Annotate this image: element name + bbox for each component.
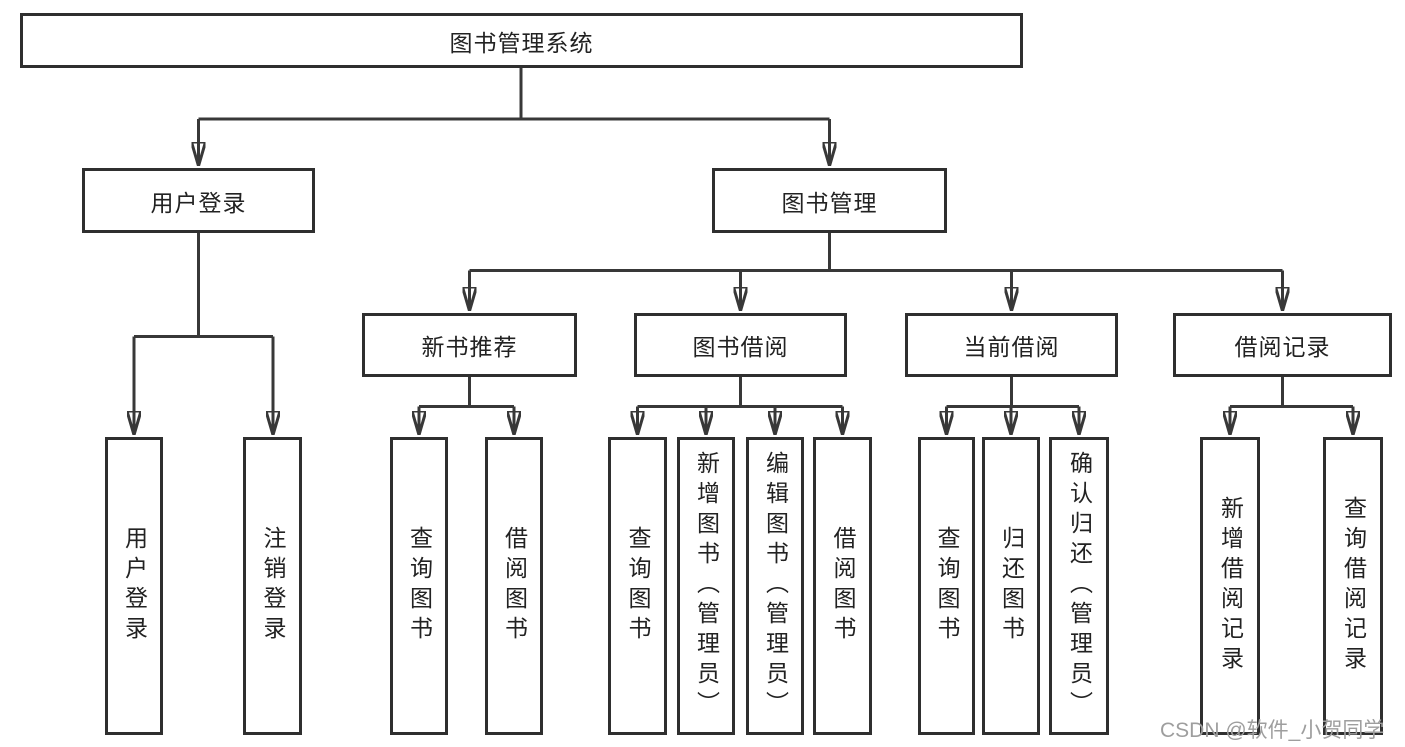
node-borrow-record: 借阅记录	[1173, 313, 1392, 377]
leaf-borrow-borrow-book: 借阅图书	[813, 437, 872, 735]
leaf-borrow-query-book-label: 查询图书	[625, 526, 651, 646]
leaf-current-query-book-label: 查询图书	[934, 526, 960, 646]
leaf-newbook-query-book: 查询图书	[390, 437, 448, 735]
leaf-newbook-query-book-label: 查询图书	[406, 526, 433, 646]
node-book-borrow: 图书借阅	[634, 313, 847, 377]
node-user-login: 用户登录	[82, 168, 315, 233]
leaf-record-add-borrow-record-label: 新增借阅记录	[1217, 496, 1244, 676]
watermark: CSDN @软件_小贺同学	[1160, 719, 1385, 742]
leaf-borrow-edit-book-admin-label: 编辑图书（管理员）	[762, 451, 789, 721]
leaf-borrow-edit-book-admin: 编辑图书（管理员）	[746, 437, 804, 735]
leaf-current-confirm-return-admin: 确认归还（管理员）	[1049, 437, 1109, 735]
leaf-current-confirm-return-admin-label: 确认归还（管理员）	[1066, 451, 1093, 721]
node-current-borrow: 当前借阅	[905, 313, 1118, 377]
leaf-logout: 注销登录	[243, 437, 302, 735]
node-current-borrow-label: 当前借阅	[963, 334, 1060, 360]
node-new-book-recommend: 新书推荐	[362, 313, 577, 377]
leaf-borrow-borrow-book-label: 借阅图书	[830, 526, 856, 646]
leaf-newbook-borrow-book: 借阅图书	[485, 437, 543, 735]
leaf-current-query-book: 查询图书	[918, 437, 975, 735]
node-borrow-record-label: 借阅记录	[1234, 334, 1331, 360]
node-root: 图书管理系统	[20, 13, 1023, 68]
leaf-current-return-book-label: 归还图书	[998, 526, 1025, 646]
leaf-newbook-borrow-book-label: 借阅图书	[501, 526, 528, 646]
leaf-record-add-borrow-record: 新增借阅记录	[1200, 437, 1260, 735]
node-book-borrow-label: 图书借阅	[692, 334, 789, 360]
node-root-label: 图书管理系统	[449, 29, 594, 56]
leaf-borrow-query-book: 查询图书	[608, 437, 667, 735]
leaf-borrow-add-book-admin-label: 新增图书（管理员）	[693, 451, 720, 721]
leaf-user-login-label: 用户登录	[121, 526, 148, 646]
leaf-user-login: 用户登录	[105, 437, 163, 735]
leaf-logout-label: 注销登录	[260, 526, 286, 646]
node-user-login-label: 用户登录	[150, 189, 247, 216]
leaf-current-return-book: 归还图书	[982, 437, 1040, 735]
node-book-management-label: 图书管理	[781, 189, 878, 216]
leaf-borrow-add-book-admin: 新增图书（管理员）	[677, 437, 735, 735]
node-new-book-recommend-label: 新书推荐	[421, 334, 518, 360]
leaf-record-query-borrow-record-label: 查询借阅记录	[1340, 496, 1367, 676]
leaf-record-query-borrow-record: 查询借阅记录	[1323, 437, 1383, 735]
node-book-management: 图书管理	[712, 168, 947, 233]
